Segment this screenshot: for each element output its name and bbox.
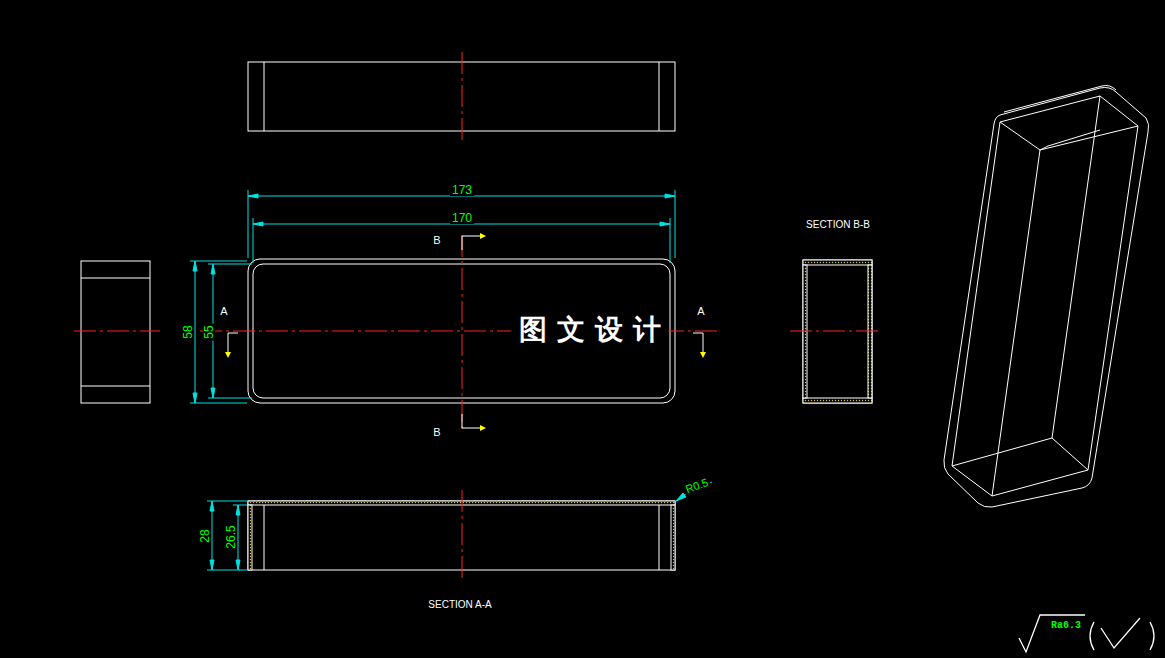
dimension: 26.5 bbox=[225, 523, 237, 550]
view-title: SECTION A-A bbox=[428, 600, 491, 610]
section-mark: B bbox=[433, 427, 440, 438]
dimension: 55 bbox=[203, 323, 215, 340]
radius-note: R0.5 bbox=[682, 476, 711, 496]
view-title: SECTION B-B bbox=[806, 220, 870, 230]
section-mark: B bbox=[433, 235, 440, 246]
dimension: 28 bbox=[199, 527, 211, 544]
section-mark: A bbox=[220, 306, 227, 317]
dimension: 173 bbox=[450, 184, 474, 196]
watermark: 图 文 设 计 bbox=[511, 310, 668, 350]
section-mark: A bbox=[697, 306, 704, 317]
dimension: 170 bbox=[450, 212, 474, 224]
roughness-value: Ra6.3 bbox=[1051, 621, 1081, 631]
dimension: 58 bbox=[182, 323, 194, 340]
